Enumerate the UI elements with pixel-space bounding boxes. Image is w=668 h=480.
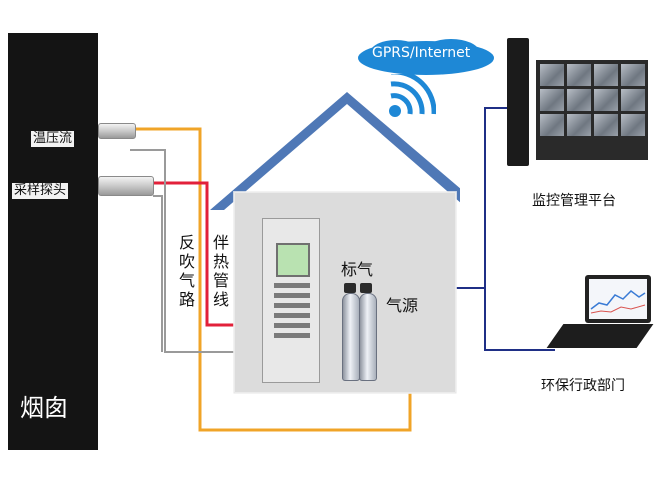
- heat-trace-line-label: 伴热 管线: [212, 233, 229, 309]
- video-tile: [540, 64, 564, 86]
- cabinet-panel: [274, 333, 310, 338]
- video-tile: [594, 64, 618, 86]
- laptop-keyboard: [546, 324, 654, 348]
- video-tile: [540, 89, 564, 111]
- std-gas-label: 标气: [341, 260, 374, 279]
- cabinet-screen: [276, 243, 310, 277]
- backblow-gray-line-top: [130, 149, 268, 353]
- sampling-probe: [98, 176, 154, 196]
- video-tile: [594, 89, 618, 111]
- chimney: [8, 33, 98, 450]
- cabinet-panel: [274, 313, 310, 318]
- video-tile: [567, 64, 591, 86]
- cloud-icon: [358, 39, 494, 75]
- video-tile: [621, 114, 645, 136]
- backblow-gray-line-probe: [153, 195, 163, 352]
- video-tile: [540, 114, 564, 136]
- cabinet-panel: [274, 293, 310, 298]
- wifi-icon: [389, 74, 436, 117]
- cabinet-panel: [274, 303, 310, 308]
- gas-cylinder: [342, 293, 360, 381]
- backblow-line-label: 反吹 气路: [178, 233, 195, 309]
- gas-source-label: 气源: [386, 296, 419, 315]
- laptop-display: [589, 279, 647, 319]
- sampling-probe-label: 采样探头: [12, 183, 69, 199]
- chimney-label: 烟囱: [20, 394, 68, 422]
- temp-pressure-flow-probe: [98, 123, 136, 139]
- video-tile: [594, 114, 618, 136]
- temp-pressure-flow-label: 温压流: [31, 131, 75, 147]
- video-tile: [621, 89, 645, 111]
- cabinet-panel: [274, 323, 310, 328]
- network-label: GPRS/Internet: [372, 45, 471, 61]
- laptop-chart-icon: [590, 290, 646, 314]
- gas-cylinder: [359, 293, 377, 381]
- env-bureau-label: 环保行政部门: [541, 378, 625, 394]
- network-navy-line: [455, 107, 507, 289]
- monitor-platform-label: 监控管理平台: [532, 193, 616, 209]
- video-tile: [567, 114, 591, 136]
- cabinet-panel: [274, 283, 310, 288]
- house-shelter: [210, 92, 460, 394]
- cylinder-valve: [360, 283, 372, 293]
- video-tile: [621, 64, 645, 86]
- env-navy-line: [484, 288, 555, 351]
- server-tower: [507, 38, 529, 166]
- video-tile: [567, 89, 591, 111]
- cylinder-valve: [344, 283, 356, 293]
